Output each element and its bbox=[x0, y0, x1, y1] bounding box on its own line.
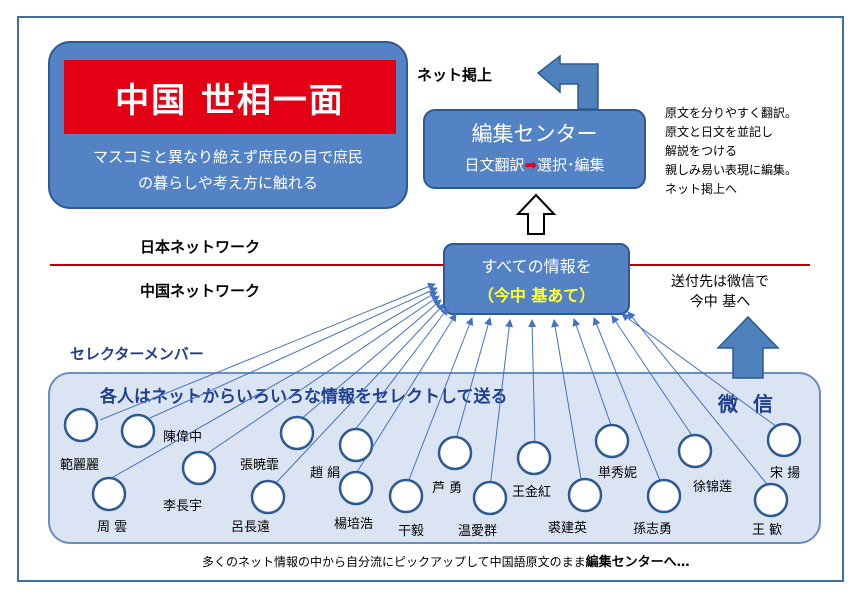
member-name: 温愛群 bbox=[458, 524, 498, 539]
member-circle bbox=[766, 422, 802, 458]
editor-note: 解説をつける bbox=[665, 144, 738, 158]
selector-members-label: セレクターメンバー bbox=[70, 345, 204, 363]
outer-frame bbox=[17, 16, 844, 582]
title-banner bbox=[64, 60, 396, 134]
member-name: 張暁霏 bbox=[240, 458, 280, 473]
bent-arrow-icon bbox=[536, 54, 599, 110]
member-circle bbox=[279, 415, 315, 451]
destination-note-line2: 今中 基へ bbox=[689, 294, 751, 310]
member-circle bbox=[338, 470, 374, 506]
member-circle bbox=[677, 433, 713, 469]
member-circle bbox=[516, 440, 552, 476]
wechat-arrow-icon bbox=[716, 315, 780, 379]
destination-note-line1: 送付先は微信で bbox=[671, 274, 769, 290]
member-circle bbox=[753, 482, 789, 518]
editor-note: ネット掲上へ bbox=[665, 182, 738, 196]
editor-sub-translate: 日文翻訳 bbox=[464, 156, 525, 174]
member-circle bbox=[338, 427, 374, 463]
member-circle bbox=[250, 479, 286, 515]
all-info-recipient: （今中 基あて） bbox=[477, 286, 596, 305]
member-name: 範麗麗 bbox=[60, 458, 100, 473]
member-name: 呂長遠 bbox=[231, 520, 271, 535]
editor-sub-select: 選択･編集 bbox=[537, 156, 605, 174]
all-info-box bbox=[443, 243, 630, 315]
member-circle bbox=[120, 413, 156, 449]
member-name: 裘建英 bbox=[548, 521, 588, 536]
member-circle bbox=[646, 478, 682, 514]
editor-note: 親しみ易い表現に編集。 bbox=[665, 163, 798, 177]
main-title: 中国 世相一面 bbox=[115, 80, 345, 121]
member-name: 王 歓 bbox=[752, 523, 783, 538]
member-name: 李長宇 bbox=[163, 499, 203, 514]
member-name: 干毅 bbox=[398, 524, 425, 539]
editor-center-title: 編集センター bbox=[471, 122, 598, 146]
member-circles bbox=[63, 407, 802, 518]
up-arrow-icon bbox=[515, 193, 557, 235]
net-post-label: ネット掲上 bbox=[417, 66, 493, 84]
title-description-line1: マスコミと異なり絶えず庶民の目で庶民 bbox=[92, 148, 363, 166]
member-name: 単秀妮 bbox=[598, 466, 638, 481]
member-circle bbox=[567, 477, 603, 513]
red-arrow-icon: ➡ bbox=[524, 156, 538, 174]
editor-notes: 原文を分りやすく翻訳。 原文と日文を並記し 解説をつける 親しみ易い表現に編集。… bbox=[665, 104, 797, 199]
member-circle bbox=[91, 476, 127, 512]
member-name: 周 雲 bbox=[97, 520, 128, 535]
bottom-note: 多くのネット情報の中から自分流にピックアップして中国語原文のまま編集センターへ… bbox=[202, 551, 690, 570]
member-name: 楊培浩 bbox=[334, 517, 374, 532]
japan-network-label: 日本ネットワーク bbox=[140, 238, 261, 256]
member-circle bbox=[63, 407, 99, 443]
title-description: マスコミと異なり絶えず庶民の目で庶民 の暮らしや考え方に触れる bbox=[60, 144, 396, 196]
title-description-line2: の暮らしや考え方に触れる bbox=[138, 174, 318, 192]
member-circle bbox=[472, 480, 508, 516]
member-name: 宋 揚 bbox=[770, 466, 801, 481]
destination-note: 送付先は微信で 今中 基へ bbox=[650, 272, 790, 312]
member-name: 趙 絹 bbox=[310, 466, 341, 481]
editor-note: 原文と日文を並記し bbox=[665, 125, 774, 139]
member-name: 芦 勇 bbox=[432, 481, 463, 496]
bottom-note-bold: 編集センターへ… bbox=[585, 555, 690, 570]
editor-center-subtitle: 日文翻訳➡選択･編集 bbox=[423, 154, 646, 175]
member-circle bbox=[181, 450, 217, 486]
all-info-title: すべての情報を bbox=[481, 257, 592, 276]
member-panel-title: 各人はネットからいろいろな情報をセレクトして送る bbox=[100, 387, 508, 407]
member-name: 孫志勇 bbox=[633, 522, 673, 537]
member-circle bbox=[594, 423, 630, 459]
member-name: 徐锦莲 bbox=[693, 480, 733, 495]
editor-note: 原文を分りやすく翻訳。 bbox=[665, 106, 798, 120]
china-network-label: 中国ネットワーク bbox=[140, 282, 261, 300]
bottom-note-text: 多くのネット情報の中から自分流にピックアップして中国語原文のまま bbox=[202, 555, 586, 569]
network-divider-line bbox=[50, 264, 810, 266]
member-name: 王金紅 bbox=[512, 485, 552, 500]
editor-center-box bbox=[423, 109, 646, 189]
member-circle bbox=[388, 478, 424, 514]
member-circle bbox=[437, 435, 473, 471]
